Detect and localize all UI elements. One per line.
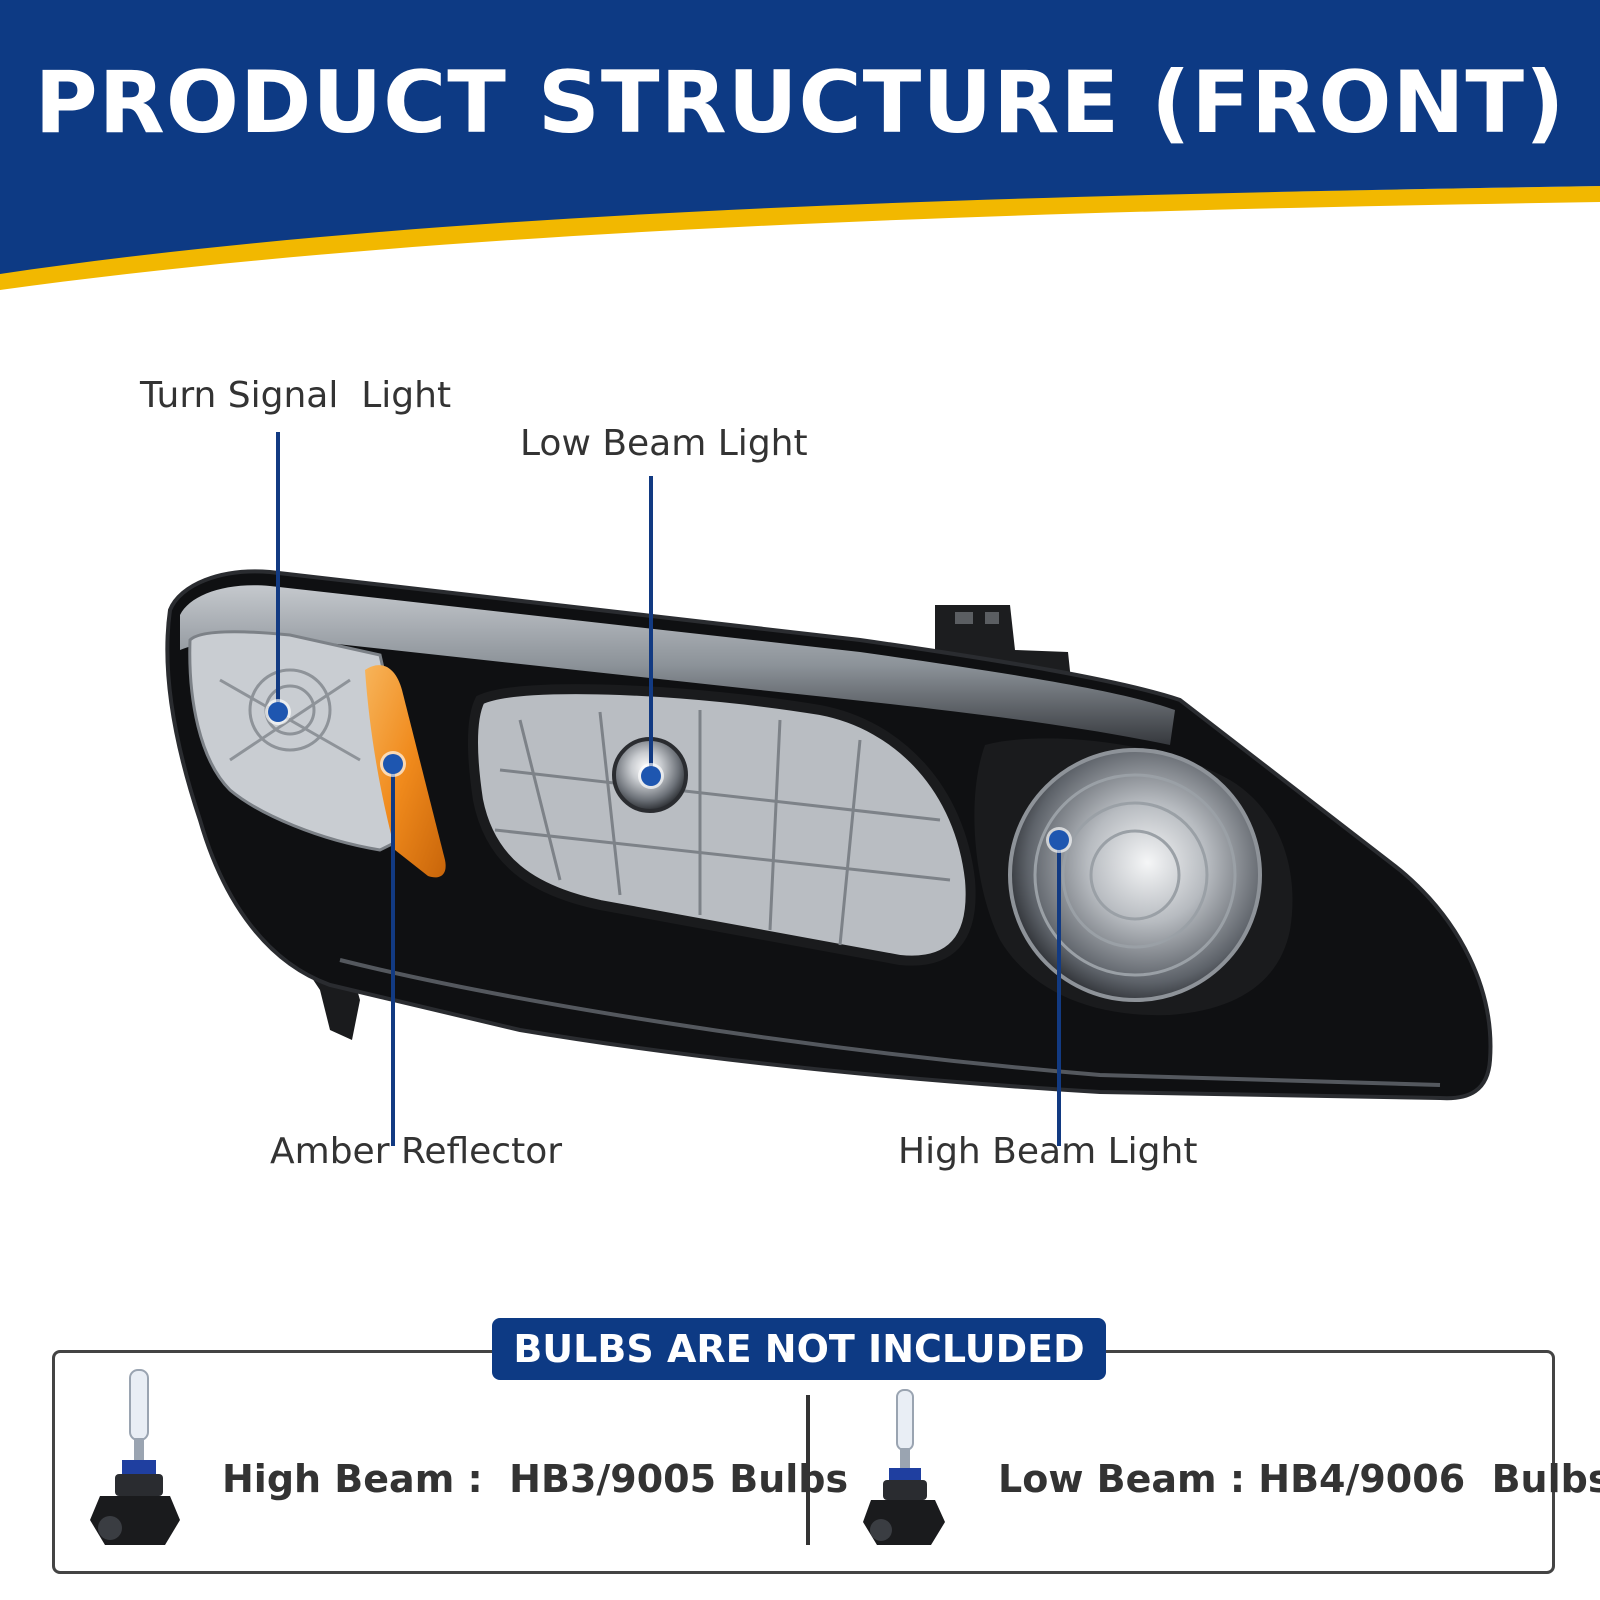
low-beam-bulb-spec: Low Beam : HB4/9006 Bulbs [998, 1457, 1600, 1501]
turn-signal-chamber [188, 630, 422, 852]
turn-signal-leader-dot [268, 702, 288, 722]
amber-reflector [365, 665, 446, 878]
header-yellow-stripe [0, 186, 1600, 290]
high-beam-leader-dot [1049, 830, 1069, 850]
turn-signal-leader-line [276, 432, 280, 710]
high-beam-leader-line [1057, 838, 1061, 1146]
bulbs-not-included-badge: BULBS ARE NOT INCLUDED [492, 1318, 1106, 1380]
header-blue-band [0, 0, 1600, 274]
high-beam-bulb-spec: High Beam : HB3/9005 Bulbs [222, 1457, 849, 1501]
high-beam-reflector [1008, 748, 1262, 1002]
low-beam-label: Low Beam Light [520, 423, 808, 464]
upper-lens-band [180, 585, 1175, 745]
low-beam-leader-dot [641, 766, 661, 786]
high-beam-label: High Beam Light [898, 1131, 1198, 1172]
page-title: PRODUCT STRUCTURE (FRONT) [34, 53, 1566, 153]
lower-trim [339, 958, 1441, 1087]
header-banner [0, 0, 1600, 290]
bulbs-divider [806, 1395, 810, 1545]
turn-signal-label: Turn Signal Light [140, 375, 452, 416]
low-beam-reflector-facets [494, 710, 951, 946]
amber-reflector-label: Amber Reflector [270, 1131, 563, 1172]
high-beam-reflector-rings [1033, 773, 1237, 977]
amber-reflector-leader-line [391, 762, 395, 1146]
low-beam-leader-line [649, 476, 653, 776]
hb4-bulb-icon [863, 1389, 945, 1545]
turn-signal-reflector [219, 668, 361, 762]
hb3-bulb-icon [90, 1369, 180, 1545]
amber-reflector-leader-dot [383, 754, 403, 774]
